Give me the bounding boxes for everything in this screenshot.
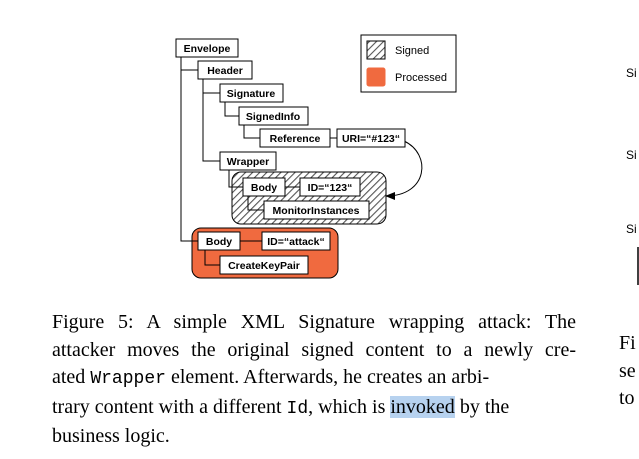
caption-code-id: Id — [286, 398, 309, 419]
node-wrapper: Wrapper — [219, 151, 277, 171]
node-createkeypair: CreateKeyPair — [219, 255, 309, 275]
legend-processed-label: Processed — [395, 72, 447, 84]
node-createkeypair-label: CreateKeyPair — [228, 260, 300, 272]
caption-line-1: Figure 5: A simple XML Signature wrappin… — [52, 311, 576, 333]
node-reference: Reference — [259, 128, 331, 148]
right-caption-fragment-2: se — [619, 359, 636, 382]
caption-highlighted-word[interactable]: invoked — [390, 395, 455, 418]
node-body-signed-label: Body — [251, 182, 277, 194]
right-fragment-3: Si — [626, 222, 637, 236]
node-monitorinstances-label: MonitorInstances — [273, 205, 360, 217]
node-id-123-label: ID=“123“ — [308, 182, 353, 194]
right-caption-fragment-3: to — [619, 387, 635, 409]
caption-line-4-text-b: , which is — [308, 395, 391, 418]
node-wrapper-label: Wrapper — [227, 156, 269, 168]
figure-caption: Figure 5: A simple XML Signature wrappin… — [52, 309, 592, 451]
node-uri: URI=“#123“ — [336, 128, 406, 148]
caption-line-2: attacker moves the original signed conte… — [52, 338, 576, 361]
node-id-attack: ID=“attack“ — [261, 231, 331, 251]
node-reference-label: Reference — [270, 133, 321, 145]
reference-arrow — [385, 140, 423, 200]
right-fragment-2: Si — [626, 148, 637, 162]
legend-signed-label: Signed — [395, 45, 429, 57]
node-header: Header — [197, 60, 253, 80]
caption-line-3: ated Wrapper element. Afterwards, he cre… — [52, 364, 592, 394]
node-body-processed: Body — [197, 231, 241, 251]
caption-line-5: business logic. — [52, 425, 170, 447]
caption-line-4-text-c: by the — [454, 395, 510, 418]
node-body-processed-label: Body — [206, 236, 232, 248]
caption-line-3-text-b: element. Afterwards, he creates an arbi- — [165, 366, 490, 388]
xml-signature-wrapping-diagram: Envelope Header Signature SignedInfo Ref… — [175, 34, 639, 285]
node-signature: Signature — [219, 83, 284, 103]
caption-line-4-text-a: trary content with a different — [52, 395, 287, 418]
node-body-signed: Body — [242, 177, 286, 197]
node-monitorinstances: MonitorInstances — [263, 200, 370, 220]
legend-signed-swatch — [366, 40, 386, 60]
node-envelope-label: Envelope — [184, 43, 231, 55]
caption-code-wrapper: Wrapper — [90, 369, 166, 389]
node-signedinfo: SignedInfo — [238, 106, 309, 126]
node-id-123: ID=“123“ — [299, 177, 361, 197]
node-signedinfo-label: SignedInfo — [246, 111, 300, 123]
right-caption-fragment-1: Fi — [619, 332, 636, 354]
node-uri-label: URI=“#123“ — [342, 133, 400, 145]
legend-processed-swatch — [366, 67, 386, 87]
node-signature-label: Signature — [227, 88, 276, 100]
legend: Signed Processed — [360, 34, 457, 93]
caption-line-4: trary content with a different Id, which… — [52, 394, 592, 424]
node-envelope: Envelope — [175, 38, 239, 58]
tree-connectors — [180, 57, 337, 266]
caption-line-3-text-a: ated — [52, 366, 91, 388]
node-header-label: Header — [207, 65, 243, 77]
right-fragment-1: Si — [626, 66, 637, 80]
right-column-caption-fragment: Fi se to — [619, 330, 639, 413]
node-id-attack-label: ID=“attack“ — [267, 236, 324, 248]
